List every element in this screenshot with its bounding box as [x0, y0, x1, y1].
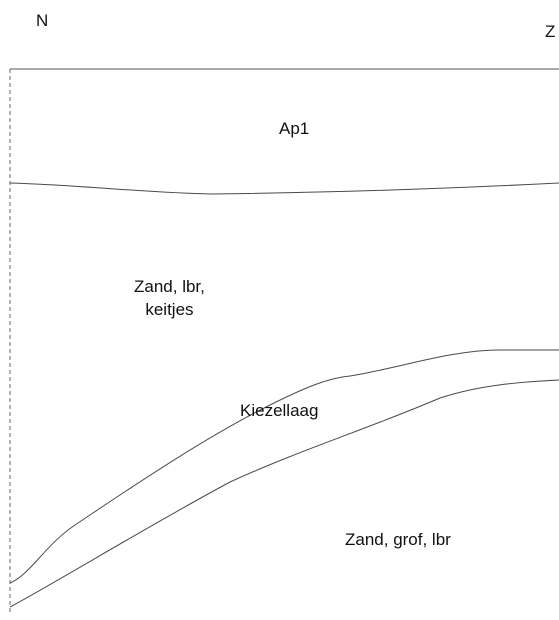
layer-label-zand-grof-lbr: Zand, grof, lbr: [345, 530, 451, 549]
orientation-north-label: N: [36, 11, 49, 30]
boundary-kiezellaag-base: [9, 379, 559, 608]
layer-label-zand-lbr-keitjes: Zand, lbr, keitjes: [134, 277, 205, 319]
layer-label-ap1: Ap1: [279, 119, 310, 138]
orientation-south-label: Z: [545, 22, 556, 41]
boundary-kiezellaag-top: [9, 349, 559, 584]
boundary-ap1-base: [9, 182, 559, 195]
layer-label-kiezellaag: Kiezellaag: [240, 401, 319, 420]
